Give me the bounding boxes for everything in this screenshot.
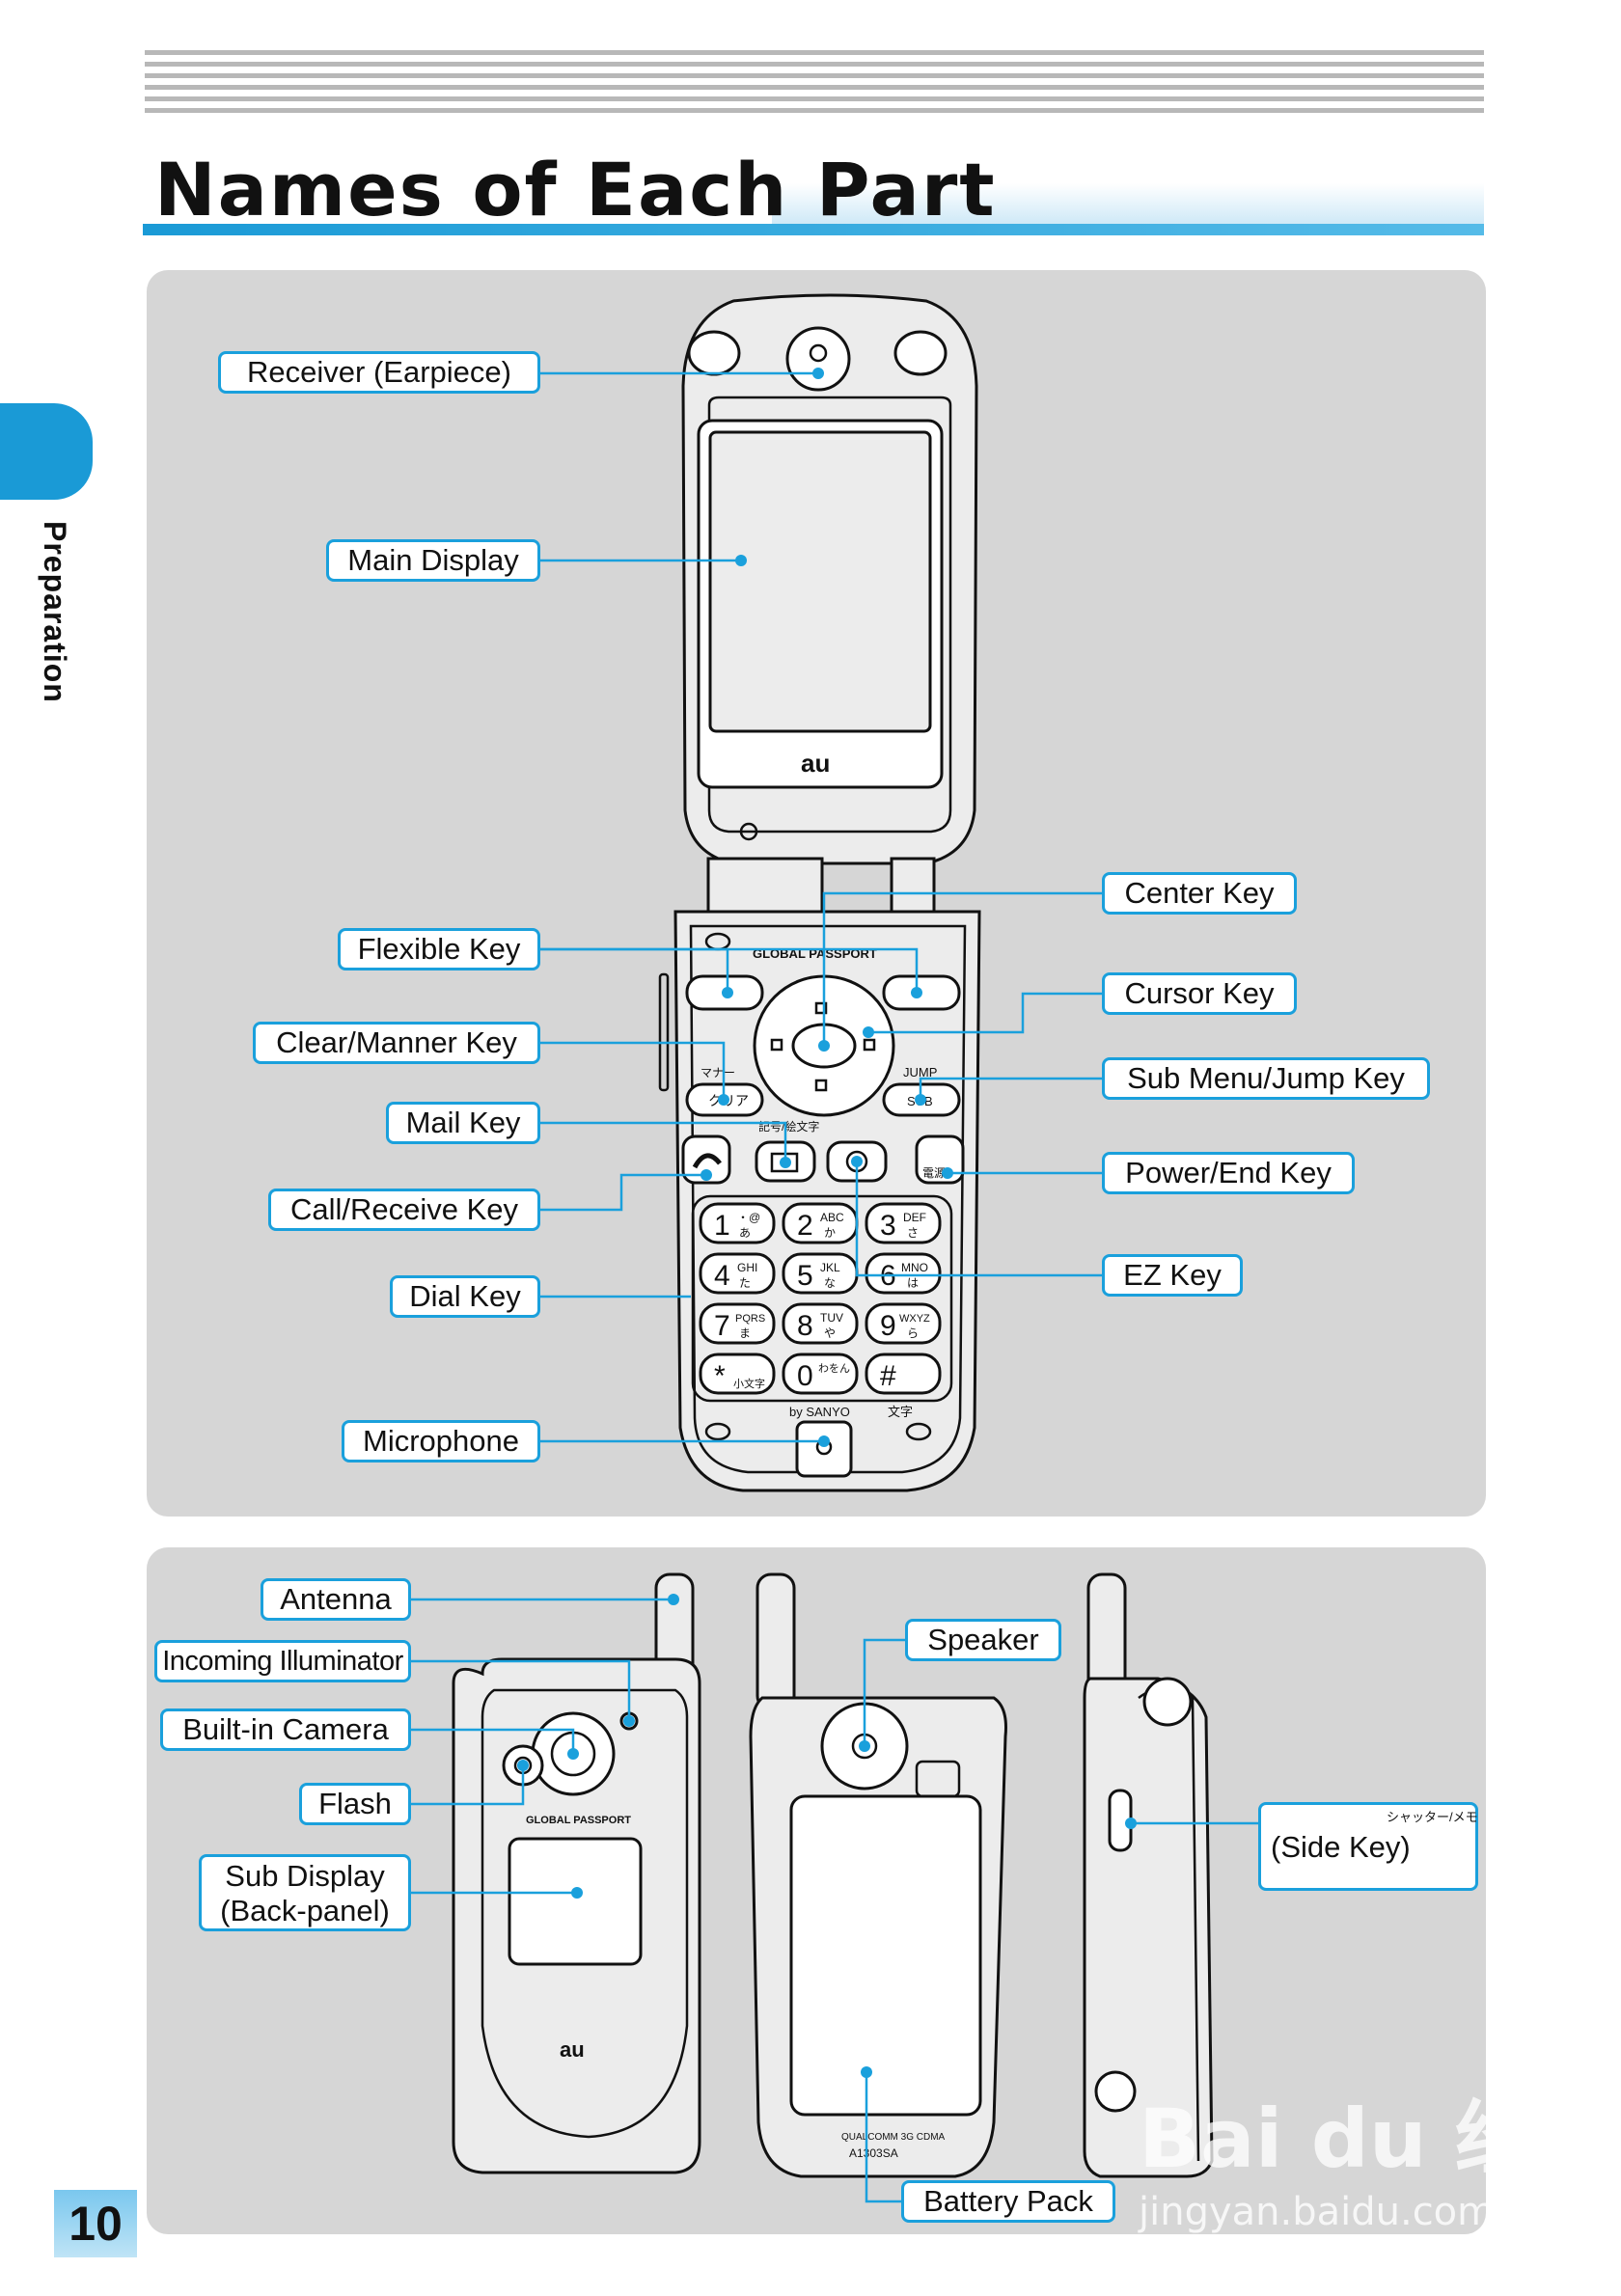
svg-text:ら: ら <box>907 1326 919 1340</box>
watermark-logo: Bai du 经验 <box>1139 2091 1617 2186</box>
label-center-key: Center Key <box>1102 872 1297 915</box>
side-leaders <box>1125 1818 1258 1829</box>
label-call-receive-key: Call/Receive Key <box>268 1189 540 1231</box>
svg-text:JKL: JKL <box>820 1261 840 1274</box>
svg-text:5: 5 <box>797 1260 813 1292</box>
svg-text:au: au <box>801 749 830 778</box>
svg-text:さ: さ <box>907 1226 919 1240</box>
svg-text:MNO: MNO <box>901 1261 928 1274</box>
label-power-end-key: Power/End Key <box>1102 1152 1355 1194</box>
label-incoming-illuminator: Incoming Illuminator <box>154 1640 411 1682</box>
svg-text:・@: ・@ <box>737 1211 760 1224</box>
label-antenna: Antenna <box>261 1578 411 1621</box>
svg-text:DEF: DEF <box>903 1211 926 1224</box>
label-main-display: Main Display <box>326 539 540 582</box>
label-sub-menu-jump-key: Sub Menu/Jump Key <box>1102 1057 1430 1100</box>
label-microphone: Microphone <box>342 1420 540 1462</box>
label-sub-display-line1: Sub Display <box>225 1859 385 1893</box>
side-phone <box>1083 1572 1214 2178</box>
svg-text:電源: 電源 <box>922 1166 946 1180</box>
svg-text:#: # <box>880 1360 896 1392</box>
label-clear-manner-key: Clear/Manner Key <box>253 1022 540 1064</box>
label-battery-pack: Battery Pack <box>901 2180 1115 2223</box>
closed-phone: GLOBAL PASSPORT au <box>452 1572 701 2174</box>
page-number-box <box>54 2190 137 2257</box>
svg-text:WXYZ: WXYZ <box>899 1313 930 1325</box>
front-phone: au GLOBAL PASSPORT マナー クリア JUMP SUB 記号/絵… <box>658 293 981 1492</box>
svg-text:ま: ま <box>739 1326 751 1340</box>
svg-text:4: 4 <box>714 1260 730 1292</box>
svg-text:TUV: TUV <box>820 1311 843 1325</box>
title-underline <box>143 224 1484 235</box>
svg-text:1: 1 <box>714 1210 730 1242</box>
label-ez-key: EZ Key <box>1102 1254 1243 1297</box>
svg-text:GHI: GHI <box>737 1261 757 1274</box>
svg-text:記号/絵文字: 記号/絵文字 <box>758 1119 819 1134</box>
svg-text:0: 0 <box>797 1360 813 1392</box>
label-flexible-key: Flexible Key <box>338 928 540 970</box>
closed-leaders <box>411 1594 679 1899</box>
svg-text:JUMP: JUMP <box>903 1065 937 1080</box>
watermark-url: jingyan.baidu.com <box>1139 2190 1496 2234</box>
front-leaders <box>540 368 1102 1447</box>
svg-text:あ: あ <box>739 1226 751 1240</box>
svg-text:マナー: マナー <box>701 1066 735 1080</box>
svg-text:7: 7 <box>714 1310 730 1342</box>
svg-text:は: は <box>907 1276 919 1290</box>
svg-text:ABC: ABC <box>820 1211 844 1224</box>
svg-text:GLOBAL PASSPORT: GLOBAL PASSPORT <box>526 1815 631 1826</box>
svg-text:3: 3 <box>880 1210 896 1242</box>
section-tab <box>0 403 93 500</box>
section-label: Preparation <box>38 521 72 703</box>
label-mail-key: Mail Key <box>386 1102 540 1144</box>
svg-text:わをん: わをん <box>818 1362 850 1375</box>
svg-text:な: な <box>824 1276 836 1290</box>
rear-phone: QUALCOMM 3G CDMA A1303SA <box>749 1572 1007 2178</box>
label-side-key: シャッター/メモ (Side Key) <box>1258 1802 1478 1891</box>
svg-text:A1303SA: A1303SA <box>849 2146 898 2160</box>
label-flash: Flash <box>299 1783 411 1825</box>
rear-leaders <box>859 1638 905 2203</box>
label-cursor-key: Cursor Key <box>1102 972 1297 1015</box>
label-sub-display-line2: (Back-panel) <box>220 1894 390 1927</box>
dial-pad: 1 ・@ あ 2 ABC か 3 DEF さ 4 GHI た 5 JKL な 6… <box>699 1202 942 1395</box>
svg-text:9: 9 <box>880 1310 896 1342</box>
svg-text:by SANYO: by SANYO <box>789 1405 850 1419</box>
svg-text:PQRS: PQRS <box>735 1313 765 1325</box>
label-speaker: Speaker <box>905 1619 1061 1661</box>
svg-text:*: * <box>714 1360 726 1392</box>
svg-text:2: 2 <box>797 1210 813 1242</box>
side-key-text: (Side Key) <box>1271 1830 1411 1864</box>
svg-text:QUALCOMM 3G CDMA: QUALCOMM 3G CDMA <box>841 2132 946 2143</box>
label-receiver: Receiver (Earpiece) <box>218 351 540 394</box>
svg-text:8: 8 <box>797 1310 813 1342</box>
svg-text:た: た <box>739 1276 751 1290</box>
title-gradient <box>772 183 1484 224</box>
svg-text:小文字: 小文字 <box>733 1377 765 1390</box>
label-built-in-camera: Built-in Camera <box>160 1708 411 1751</box>
page-number: 10 <box>69 2197 123 2251</box>
svg-text:や: や <box>824 1326 836 1340</box>
svg-text:au: au <box>560 2037 585 2062</box>
label-dial-key: Dial Key <box>390 1275 540 1318</box>
side-key-caption: シャッター/メモ <box>1387 1810 1478 1824</box>
svg-text:文字: 文字 <box>888 1405 913 1419</box>
label-sub-display: Sub Display (Back-panel) <box>199 1854 411 1931</box>
page-title: Names of Each Part <box>154 147 997 232</box>
svg-text:か: か <box>824 1226 836 1240</box>
